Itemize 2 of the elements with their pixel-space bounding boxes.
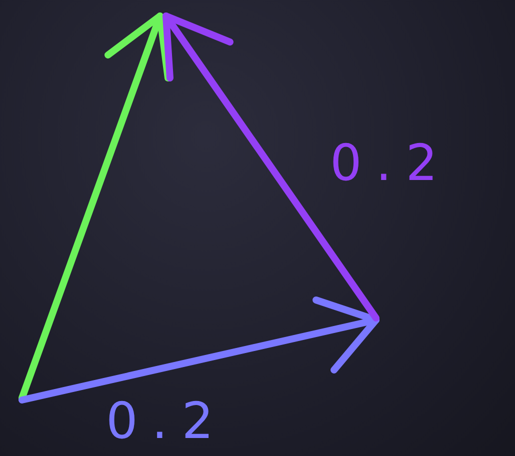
vector-label: 0.2 — [330, 138, 452, 188]
vector-label: 0.2 — [106, 396, 228, 446]
